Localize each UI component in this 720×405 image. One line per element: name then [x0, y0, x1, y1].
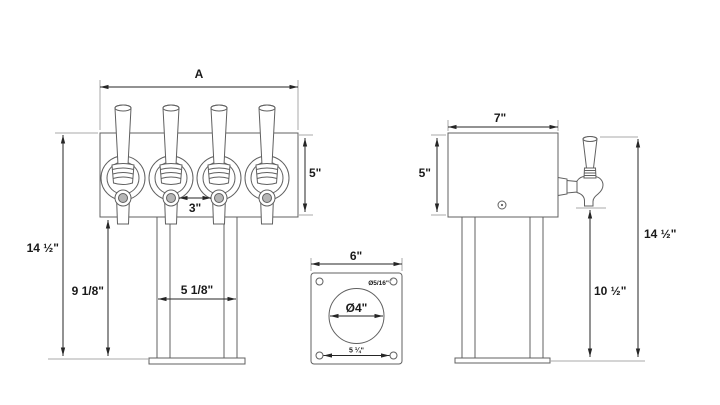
side-faucet [557, 136, 604, 207]
dim-side-body-width: 7" [447, 111, 559, 131]
dim-faucet-spacing: 3" [178, 195, 212, 215]
bolt-hole-bottom-right [389, 351, 398, 360]
label-side-body-height: 5" [419, 166, 431, 180]
label-column-height-side: 10 ½" [594, 284, 626, 298]
center-opening [328, 288, 385, 344]
label-overall-height-side: 14 ½" [644, 227, 676, 241]
base-plate-top-view: 6" Ø5/16" Ø4" 5 ¼" [310, 249, 403, 365]
label-front-body-height: 5" [309, 166, 321, 180]
dim-front-body-height: 5" [299, 134, 321, 216]
faucet-handle-top-side [582, 136, 598, 142]
label-overall-width: A [195, 67, 204, 81]
tower-base-front [148, 357, 246, 365]
tower-base-side [454, 357, 551, 364]
faucet-2 [148, 104, 194, 225]
label-center-opening-diameter: Ø4" [346, 301, 368, 315]
bolt-hole-top-left [315, 277, 324, 286]
label-faucet-spacing: 3" [189, 201, 201, 215]
label-bolt-spacing: 5 ¼" [349, 347, 364, 355]
tower-body-side [447, 132, 559, 218]
faucet-3 [196, 104, 242, 225]
dim-column-width: 5 1/8" [157, 283, 237, 302]
faucet-1 [100, 104, 146, 225]
label-overall-height-front: 14 ½" [27, 241, 59, 255]
bolt-hole-top-right [389, 277, 398, 286]
dim-overall-height-front: 14 ½" [27, 132, 149, 360]
dim-column-height-front: 9 1/8" [72, 219, 111, 357]
faucet-4 [244, 104, 290, 225]
body-screw [497, 200, 507, 210]
dim-plate-width: 6" [310, 249, 403, 271]
body-screw-center [500, 203, 504, 207]
dim-overall-height-side: 14 ½" [550, 136, 676, 362]
label-column-height-front: 9 1/8" [72, 284, 104, 298]
bolt-hole-callout: Ø5/16" [368, 278, 393, 287]
label-plate-width: 6" [350, 249, 362, 263]
front-view: A 5" 3" 14 ½" 9 1/8" 5 1/8" [27, 67, 321, 365]
bolt-hole-bottom-left [315, 351, 324, 360]
plate-outline [310, 272, 403, 365]
side-view: 7" 5" 10 ½" 14 ½" [419, 111, 676, 364]
faucet-shank-flange [557, 176, 568, 197]
dim-side-body-height: 5" [419, 134, 446, 216]
faucet-body [576, 176, 604, 207]
faucet-collar-ridges-side [584, 170, 596, 176]
tower-column-side [461, 217, 544, 358]
tower-body-front [99, 132, 299, 218]
label-bolt-hole-diameter: Ø5/16" [368, 280, 389, 287]
faucet-shank [566, 179, 578, 194]
label-side-body-width: 7" [494, 111, 506, 125]
dim-center-opening: Ø4" [329, 301, 384, 319]
dim-column-height-side: 10 ½" [576, 207, 626, 358]
dim-overall-width: A [99, 67, 299, 130]
tower-column-front [156, 217, 238, 358]
dim-bolt-spacing: 5 ¼" [323, 347, 390, 358]
label-column-width: 5 1/8" [181, 283, 213, 297]
